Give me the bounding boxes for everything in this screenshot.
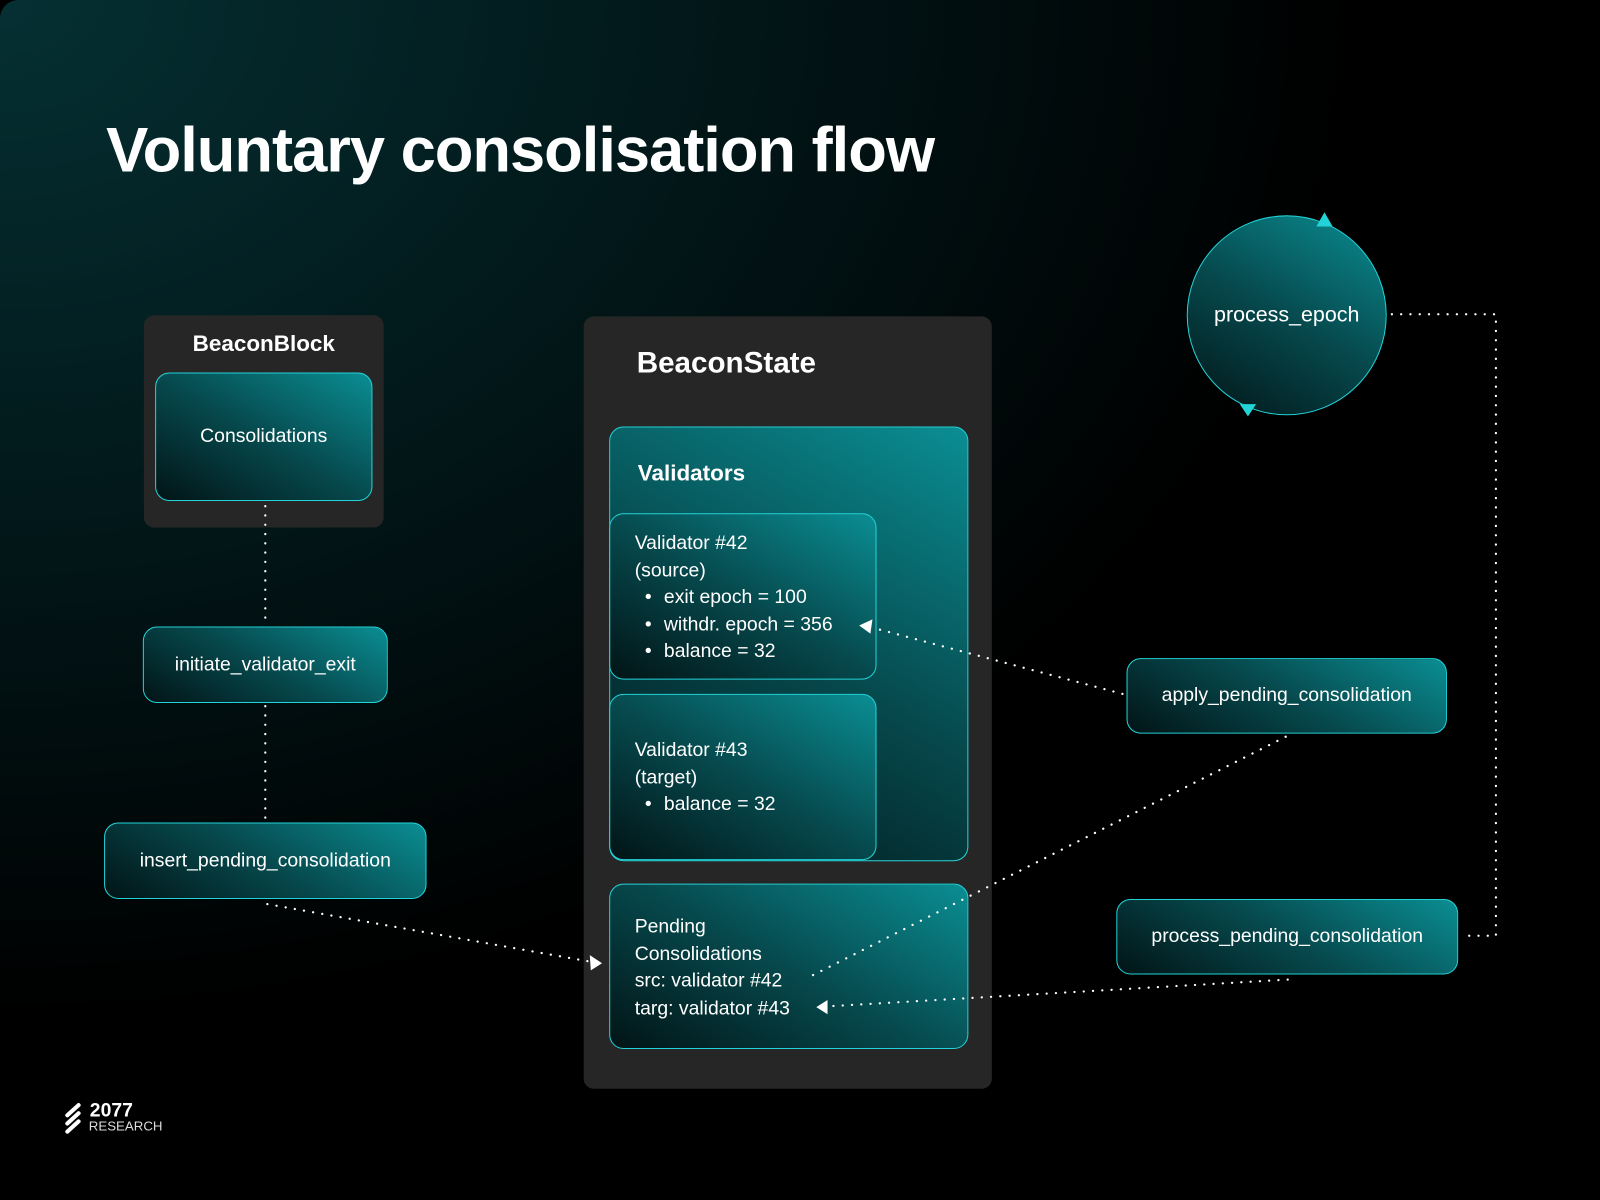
balance-42: balance = 32 bbox=[645, 639, 876, 666]
connector-process-pending-to-targ bbox=[830, 978, 1289, 1008]
logo-stripes-icon bbox=[65, 1103, 81, 1134]
cycle-arrow-top-icon bbox=[1316, 212, 1333, 227]
arrow-head-targ bbox=[816, 999, 828, 1015]
validator-43-card: Validator #43 (target) balance = 32 bbox=[609, 693, 877, 861]
logo-number: 2077 bbox=[89, 1099, 133, 1122]
process-epoch-node: process_epoch bbox=[1186, 215, 1387, 416]
initiate-validator-exit-node: initiate_validator_exit bbox=[142, 626, 388, 704]
validator-42-role: (source) bbox=[634, 559, 706, 582]
insert-pending-consolidation-node: insert_pending_consolidation bbox=[104, 822, 427, 899]
apply-label: apply_pending_consolidation bbox=[1161, 684, 1412, 707]
initiate-label: initiate_validator_exit bbox=[174, 653, 356, 675]
consolidations-node: Consolidations bbox=[155, 372, 373, 502]
consolidations-label: Consolidations bbox=[200, 425, 328, 447]
insert-label: insert_pending_consolidation bbox=[139, 849, 391, 871]
connector-apply-to-pending bbox=[807, 735, 1287, 979]
process-pending-label: process_pending_consolidation bbox=[1151, 925, 1424, 947]
connector-apply-to-v42 bbox=[878, 628, 1124, 695]
beacon-state-title: BeaconState bbox=[636, 346, 816, 380]
process-epoch-label: process_epoch bbox=[1214, 303, 1360, 327]
pending-consolidations-card: Pending Consolidations src: validator #4… bbox=[609, 883, 969, 1049]
withdrawal-epoch: withdr. epoch = 356 bbox=[645, 612, 876, 639]
beacon-block-panel: BeaconBlock Consolidations bbox=[143, 315, 384, 528]
balance-43: balance = 32 bbox=[645, 792, 876, 819]
validator-42-name: Validator #42 bbox=[634, 532, 748, 555]
beacon-block-title: BeaconBlock bbox=[192, 330, 335, 357]
logo-word: RESEARCH bbox=[88, 1118, 163, 1134]
validator-43-role: (target) bbox=[634, 766, 698, 789]
pending-targ: targ: validator #43 bbox=[634, 997, 790, 1019]
validators-title: Validators bbox=[637, 460, 746, 486]
process-pending-consolidation-node: process_pending_consolidation bbox=[1116, 898, 1459, 975]
pending-src: src: validator #42 bbox=[634, 970, 783, 992]
pending-title-1: Pending bbox=[634, 916, 706, 938]
validator-43-name: Validator #43 bbox=[634, 739, 748, 762]
validator-42-card: Validator #42 (source) exit epoch = 100w… bbox=[609, 513, 877, 680]
connector-epoch-loop bbox=[1390, 313, 1498, 937]
arrow-head-pending bbox=[589, 955, 603, 971]
page-title: Voluntary consolisation flow bbox=[106, 115, 935, 186]
connector-insert-to-pending bbox=[266, 902, 589, 963]
pending-title-2: Consolidations bbox=[634, 943, 762, 965]
apply-pending-consolidation-node: apply_pending_consolidation bbox=[1126, 658, 1447, 734]
cycle-arrow-bottom-icon bbox=[1239, 404, 1257, 417]
arrow-head-v42 bbox=[859, 619, 873, 634]
exit-epoch: exit epoch = 100 bbox=[645, 585, 876, 612]
